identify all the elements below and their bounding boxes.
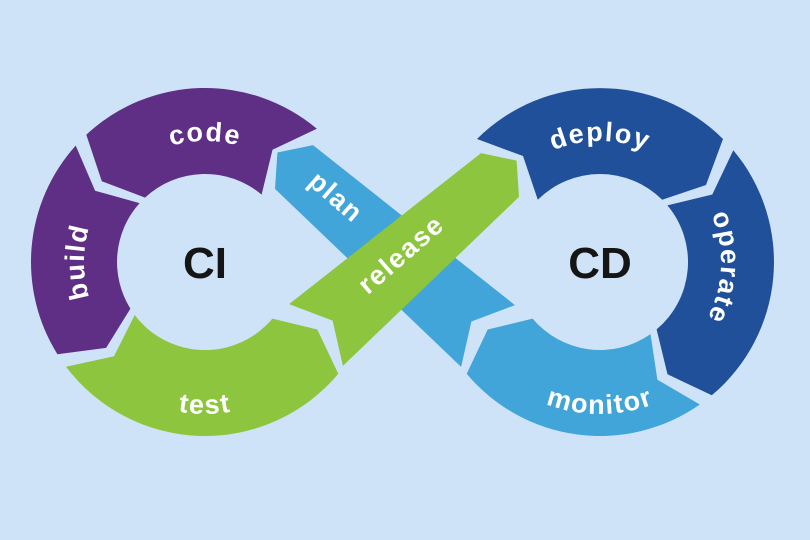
segment-label-test: test xyxy=(177,388,233,420)
ci-center-label: CI xyxy=(183,239,227,288)
arc-segment-monitor xyxy=(466,318,700,436)
arc-segment-test xyxy=(66,315,339,436)
ribbon-release xyxy=(289,153,519,366)
arc-segment-operate xyxy=(656,150,774,396)
arc-segment-deploy xyxy=(477,88,723,200)
cd-center-label: CD xyxy=(568,239,632,288)
arc-segment-build xyxy=(30,145,140,355)
arc-segment-code xyxy=(86,87,317,198)
